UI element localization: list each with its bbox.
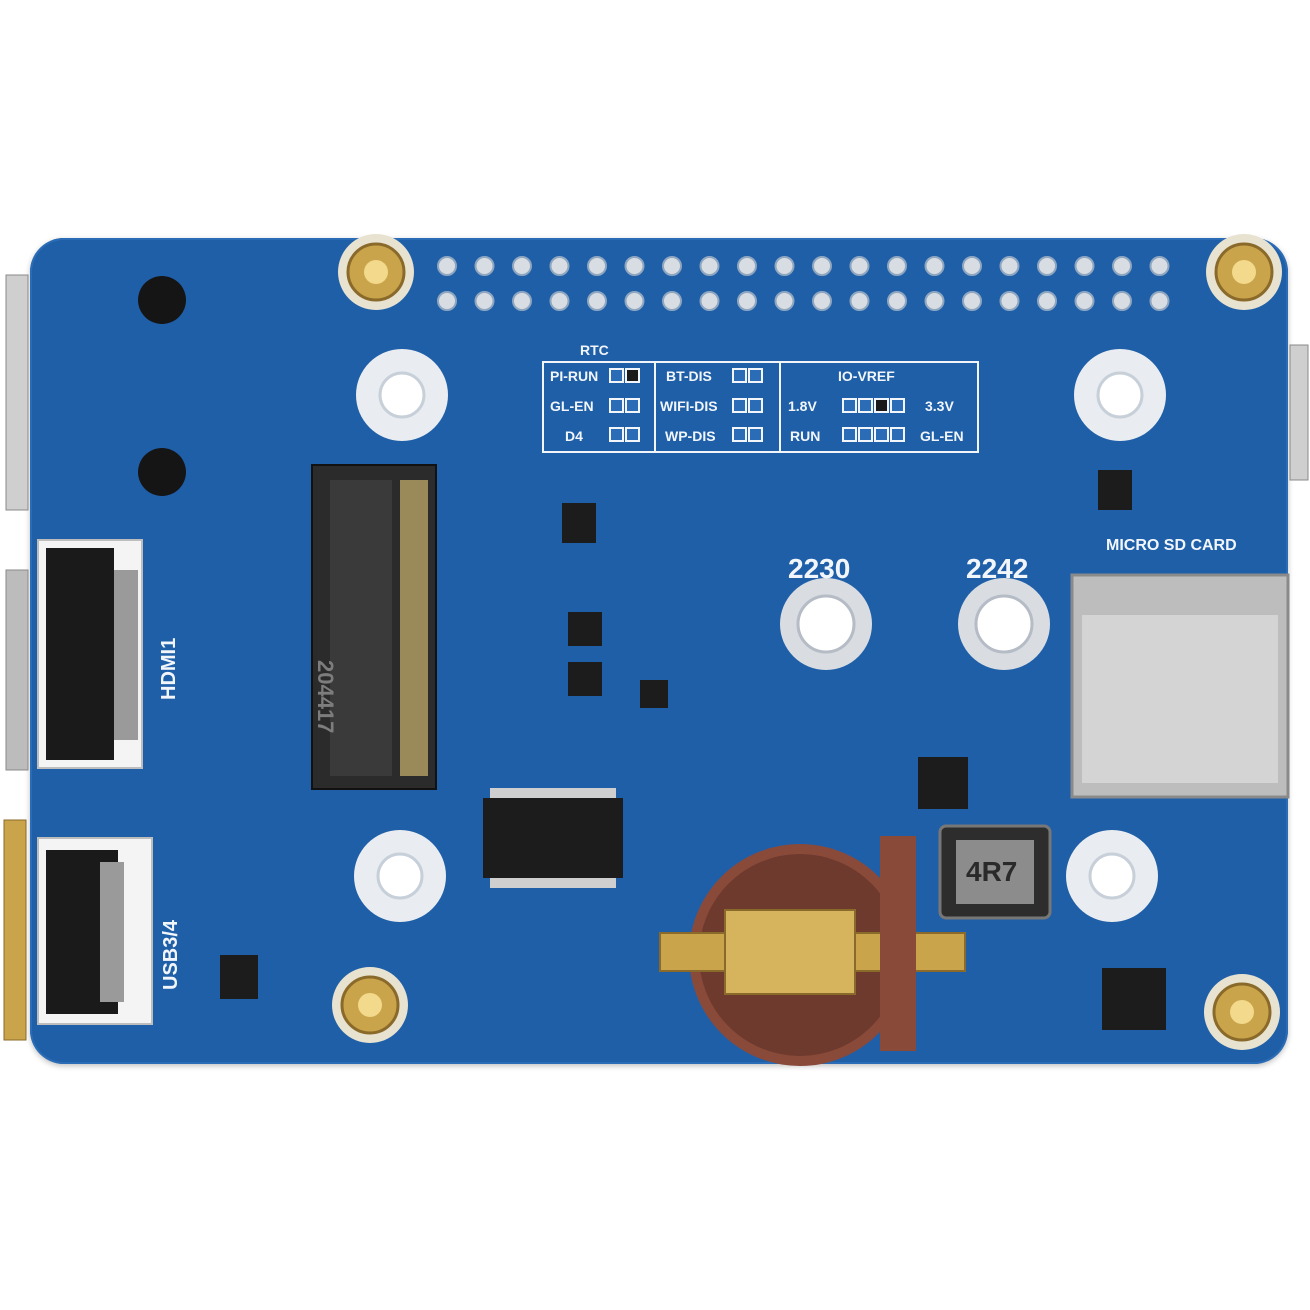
gpio-header-pads <box>437 256 1170 311</box>
gpio-pad <box>812 291 832 311</box>
gpio-pad <box>849 291 870 311</box>
label-3v3: 3.3V <box>925 398 954 414</box>
gpio-pad <box>999 256 1020 276</box>
gpio-pad <box>1112 256 1132 276</box>
gpio-pad <box>887 256 907 276</box>
ic-chips <box>220 470 1166 1030</box>
edge-connector-top <box>5 274 29 511</box>
gpio-pad <box>1037 291 1057 311</box>
gpio-pad <box>849 256 870 276</box>
label-gl-en: GL-EN <box>550 398 594 414</box>
gpio-pad <box>812 256 832 276</box>
gpio-pad <box>662 256 682 276</box>
label-bt-dis: BT-DIS <box>666 368 712 384</box>
gpio-pad <box>549 256 570 276</box>
label-pi-run: PI-RUN <box>550 368 599 384</box>
gpio-pad <box>737 256 757 276</box>
jumper-panel <box>542 361 979 453</box>
gpio-pad <box>512 256 532 276</box>
gpio-pad <box>512 291 532 311</box>
gpio-pad <box>737 291 757 311</box>
ic-pins <box>490 788 616 888</box>
gpio-pad <box>699 291 720 311</box>
edge-connector-mid <box>5 569 29 771</box>
label-2242: 2242 <box>966 553 1029 584</box>
m2-socket <box>311 464 437 790</box>
label-hdmi1: HDMI1 <box>158 637 180 700</box>
gpio-pad <box>774 291 795 311</box>
gpio-pad <box>437 291 457 311</box>
label-usb34: USB3/4 <box>160 919 182 990</box>
gpio-pad <box>962 291 982 311</box>
gpio-pad <box>624 291 645 311</box>
inductor-marking: 4R7 <box>966 856 1018 887</box>
gpio-pad <box>924 256 945 276</box>
inductor <box>938 824 1052 920</box>
edge-connector-right <box>1289 344 1309 481</box>
gpio-pad <box>1149 256 1170 276</box>
label-run: RUN <box>790 428 821 444</box>
usb-fpc-connector <box>37 837 153 1025</box>
gpio-pad <box>999 291 1020 311</box>
label-wifi-dis: WIFI-DIS <box>660 398 718 414</box>
label-gl-en-2: GL-EN <box>920 428 964 444</box>
gpio-pad <box>587 291 607 311</box>
round-components <box>138 276 186 496</box>
hdmi-fpc-connector <box>37 539 143 769</box>
mounting-hole-icon <box>354 349 1166 922</box>
label-2230: 2230 <box>788 553 851 584</box>
coin-cell-holder-icon <box>659 836 966 1066</box>
gpio-pad <box>549 291 570 311</box>
label-d4: D4 <box>565 428 583 444</box>
gpio-pad <box>1037 256 1057 276</box>
edge-connector-low <box>3 819 27 1041</box>
label-1v8: 1.8V <box>788 398 817 414</box>
label-micro-sd: MICRO SD CARD <box>1106 537 1237 554</box>
gpio-pad <box>962 256 982 276</box>
gpio-pad <box>1074 291 1095 311</box>
gpio-pad <box>887 291 907 311</box>
gpio-pad <box>624 256 645 276</box>
gpio-pad <box>587 256 607 276</box>
gpio-pad <box>437 256 457 276</box>
gpio-pad <box>924 291 945 311</box>
gpio-pad <box>774 256 795 276</box>
gpio-pad <box>662 291 682 311</box>
label-wp-dis: WP-DIS <box>665 428 716 444</box>
gpio-pad <box>474 256 495 276</box>
brass-standoff-icon <box>332 234 1282 1050</box>
gpio-pad <box>1112 291 1132 311</box>
label-rtc: RTC <box>580 342 609 358</box>
gpio-pad <box>1149 291 1170 311</box>
label-io-vref: IO-VREF <box>838 368 895 384</box>
m2-socket-code: 204417 <box>313 660 338 734</box>
gpio-pad <box>1074 256 1095 276</box>
gpio-pad <box>699 256 720 276</box>
jumper-pads <box>609 368 905 442</box>
gpio-pad <box>474 291 495 311</box>
micro-sd-slot <box>1070 573 1290 799</box>
